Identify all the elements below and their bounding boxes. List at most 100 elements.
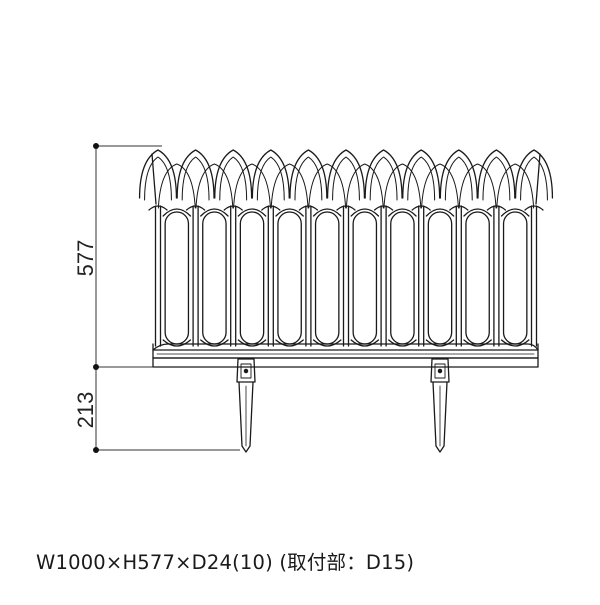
spindle-foot <box>425 339 455 347</box>
dimension-dot-top <box>93 143 99 149</box>
spindle-foot <box>162 339 192 347</box>
dimension-dot-middle <box>93 364 99 370</box>
spindle-foot <box>500 339 530 347</box>
spindle-slot <box>390 211 415 345</box>
spindle-slot <box>277 211 302 345</box>
pointed-arch <box>364 149 403 199</box>
pointed-arch-inner <box>369 156 398 201</box>
pointed-arch <box>402 149 441 199</box>
bar-cap-cusp <box>298 205 319 211</box>
spindle-slot <box>502 211 528 345</box>
pointed-arch-inner <box>520 156 548 201</box>
interlace-arc <box>458 163 497 209</box>
spindle-slot <box>314 211 340 345</box>
interlace-arc <box>421 163 459 209</box>
height-dimension <box>93 143 240 453</box>
pointed-arch-inner <box>444 156 473 201</box>
bar-cap-cusp <box>524 205 544 211</box>
spindle-cap <box>500 208 530 217</box>
interlacing-arcs <box>157 163 535 209</box>
interlace-arc <box>383 163 422 209</box>
interlace-arc <box>345 163 384 209</box>
panel-height-label: 577 <box>73 240 98 277</box>
stake-bracket-inner <box>240 363 252 379</box>
pointed-arch <box>176 149 215 199</box>
spindle-cap <box>425 208 455 217</box>
stake-bolt <box>437 368 443 374</box>
spindle-slot <box>164 211 190 345</box>
pointed-arch-inner <box>407 156 436 201</box>
stake-bracket <box>236 358 256 383</box>
bar-cap-cusp <box>373 205 394 211</box>
stake-group <box>236 358 450 453</box>
base-rail-cap <box>152 343 539 351</box>
spindle-foot <box>275 339 304 347</box>
stake-bracket-inner <box>434 363 446 379</box>
pointed-arch-inner <box>256 156 285 201</box>
spindle-slot <box>352 211 378 345</box>
pointed-arch <box>477 149 516 199</box>
spindle-cap <box>275 208 304 217</box>
pointed-arch-inner <box>332 156 360 201</box>
bar-cap-cusp <box>336 205 356 211</box>
base-rail-lower <box>152 357 539 368</box>
spindle-foot <box>312 339 342 347</box>
spindle-foot <box>388 339 417 347</box>
spindle-cap <box>388 208 417 217</box>
pointed-arch-inner <box>144 156 172 201</box>
pointed-arch-inner <box>294 156 323 201</box>
spindle-row <box>148 205 544 347</box>
bar-cap-cusp <box>148 205 168 211</box>
spindle-foot <box>200 339 229 347</box>
dimension-dot-bottom <box>93 447 99 453</box>
interlace-arc <box>496 163 535 209</box>
pointed-arch <box>138 149 178 199</box>
right-scroll-end <box>535 153 541 205</box>
spindle-cap <box>463 208 492 217</box>
interlace-arc <box>270 163 309 209</box>
spec-caption: W1000×H577×D24(10) (取付部：D15) <box>36 551 415 574</box>
spindle-slot <box>239 211 265 345</box>
pointed-arch <box>439 149 478 199</box>
interlace-arc <box>195 163 234 209</box>
pointed-arch <box>289 149 328 199</box>
pointed-arch <box>251 149 290 199</box>
pointed-arch <box>214 149 253 199</box>
spindle-cap <box>350 208 380 217</box>
spindle-cap <box>312 208 342 217</box>
base-rail <box>152 343 539 368</box>
stake-spike <box>238 381 254 453</box>
pointed-arch-inner <box>482 156 511 201</box>
stake-spike <box>432 381 448 453</box>
spindle-foot <box>463 339 492 347</box>
spindle-cap <box>162 208 192 217</box>
stake-bolt <box>243 368 249 374</box>
bar-cap-cusp <box>411 205 431 211</box>
fence-panel <box>138 149 554 453</box>
spindle-slot <box>202 211 227 345</box>
pointed-arch-inner <box>219 156 248 201</box>
stake-height-label: 213 <box>73 392 98 429</box>
spindle-foot <box>350 339 380 347</box>
spindle-cap <box>200 208 229 217</box>
interlace-arc <box>233 163 271 209</box>
spindle-slot <box>427 211 453 345</box>
pointed-arch-inner <box>181 156 210 201</box>
stake-bracket <box>430 358 450 383</box>
spindle-foot <box>237 339 267 347</box>
gothic-arch-crest <box>138 149 554 205</box>
interlace-arc <box>308 163 347 209</box>
bar-cap-cusp <box>449 205 469 211</box>
pointed-arch <box>326 149 366 199</box>
spindle-cap <box>237 208 267 217</box>
bar-cap-cusp <box>185 205 206 211</box>
bar-cap-cusp <box>486 205 507 211</box>
bar-cap-cusp <box>223 205 243 211</box>
pointed-arch <box>514 149 554 199</box>
spindle-slot <box>465 211 490 345</box>
bar-cap-cusp <box>261 205 281 211</box>
interlace-arc <box>157 163 196 209</box>
left-scroll-end <box>151 153 157 205</box>
